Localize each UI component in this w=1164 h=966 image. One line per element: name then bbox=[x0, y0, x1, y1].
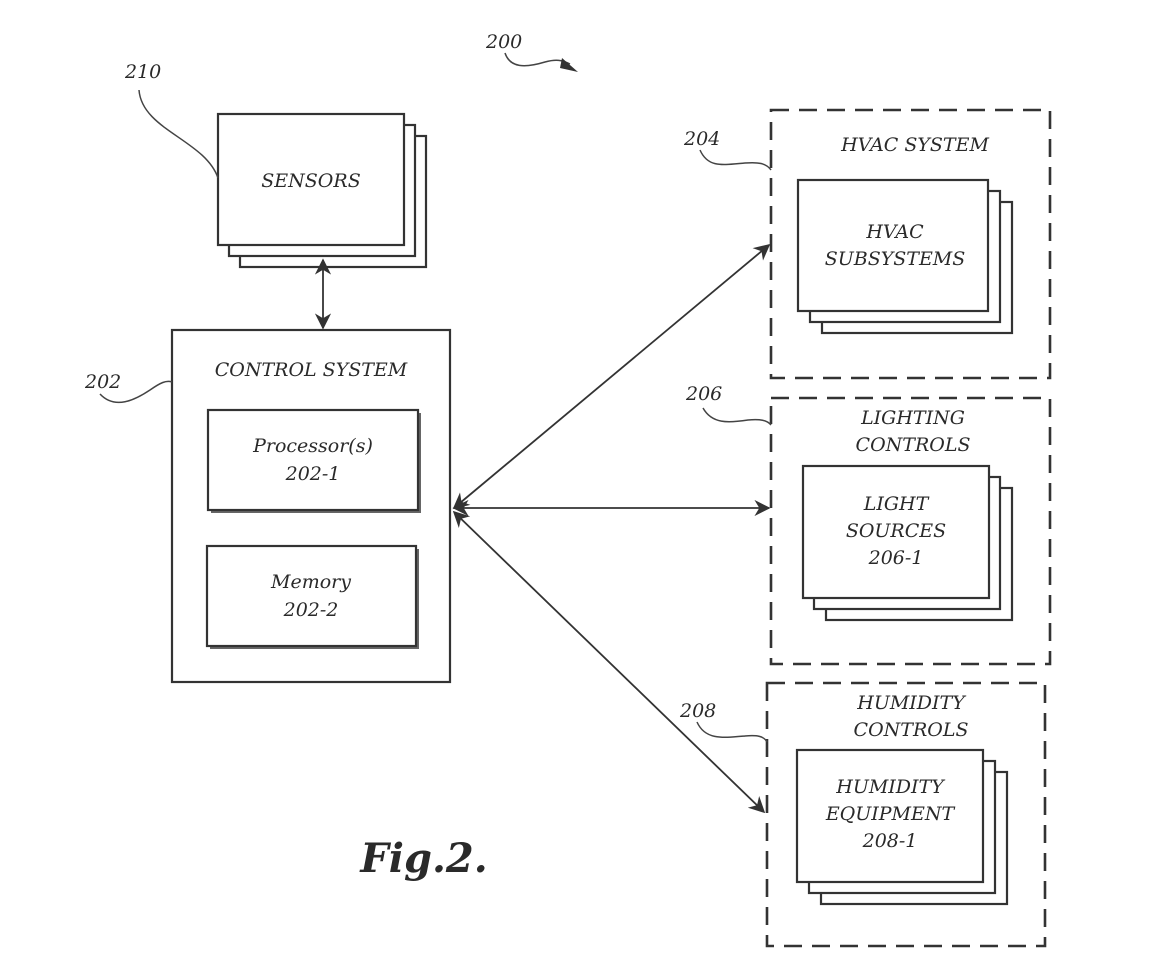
memory-ref: 202-2 bbox=[283, 599, 339, 621]
hvac-system-ref-leader bbox=[699, 149, 772, 171]
hvac-system-ref: 204 bbox=[683, 128, 720, 150]
humidity-controls-block: HUMIDITY CONTROLS 208 HUMIDITY EQUIPMENT… bbox=[679, 681, 1047, 948]
lighting-controls-block: LIGHTING CONTROLS 206 LIGHT SOURCES 206-… bbox=[685, 383, 1052, 666]
humidity-equipment-line2: EQUIPMENT bbox=[825, 803, 956, 825]
figure-reference-number: 200 bbox=[485, 31, 522, 53]
lighting-controls-title-line1: LIGHTING bbox=[860, 407, 965, 429]
sensors-box bbox=[216, 112, 406, 247]
hvac-system-title: HVAC SYSTEM bbox=[840, 134, 989, 156]
control-system-block: CONTROL SYSTEM 202 Processor(s) 202-1 Me… bbox=[84, 328, 452, 684]
figure-reference-arrowhead-icon bbox=[560, 58, 578, 72]
control-system-title: CONTROL SYSTEM bbox=[215, 359, 408, 381]
humidity-controls-title-line1: HUMIDITY bbox=[856, 692, 967, 714]
processor-ref: 202-1 bbox=[285, 463, 341, 485]
light-sources-line1: LIGHT bbox=[863, 493, 930, 515]
hvac-subsystems-line2: SUBSYSTEMS bbox=[825, 248, 966, 270]
figure-reference: 200 bbox=[485, 31, 578, 72]
hvac-system-dashed-box bbox=[769, 108, 1052, 380]
figure-caption: Fig.2. bbox=[359, 835, 487, 882]
figure-reference-arrow bbox=[504, 52, 571, 67]
hvac-system-block: HVAC SYSTEM 204 HVAC SUBSYSTEMS bbox=[683, 108, 1052, 380]
light-sources-ref: 206-1 bbox=[868, 547, 924, 569]
hvac-subsystems-line1: HVAC bbox=[865, 221, 924, 243]
control-hvac-connector bbox=[452, 243, 771, 510]
control-humidity-connector bbox=[452, 510, 766, 814]
hvac-subsystems-box bbox=[796, 178, 990, 313]
control-system-ref: 202 bbox=[84, 371, 121, 393]
sensors-ref: 210 bbox=[124, 61, 161, 83]
humidity-controls-ref: 208 bbox=[679, 700, 716, 722]
memory-box bbox=[205, 544, 418, 648]
lighting-controls-ref-leader bbox=[702, 407, 772, 426]
humidity-equipment-box bbox=[795, 748, 985, 884]
control-system-ref-leader bbox=[99, 380, 173, 404]
processor-box bbox=[206, 408, 420, 512]
sensors-label: SENSORS bbox=[261, 170, 360, 192]
humidity-equipment-line1: HUMIDITY bbox=[835, 776, 946, 798]
humidity-controls-dashed-box bbox=[765, 681, 1047, 948]
humidity-equipment-ref: 208-1 bbox=[862, 830, 918, 852]
light-sources-line2: SOURCES bbox=[846, 520, 946, 542]
processor-label: Processor(s) bbox=[252, 435, 373, 457]
lighting-controls-ref: 206 bbox=[685, 383, 722, 405]
lighting-controls-dashed-box bbox=[769, 396, 1052, 666]
humidity-controls-title-line2: CONTROLS bbox=[854, 719, 969, 741]
sensors-ref-leader bbox=[138, 89, 219, 179]
light-sources-box bbox=[801, 464, 991, 600]
sensors-block: SENSORS 210 bbox=[124, 61, 428, 269]
humidity-controls-ref-leader bbox=[696, 721, 768, 743]
lighting-controls-title-line2: CONTROLS bbox=[856, 434, 971, 456]
memory-label: Memory bbox=[270, 571, 351, 593]
